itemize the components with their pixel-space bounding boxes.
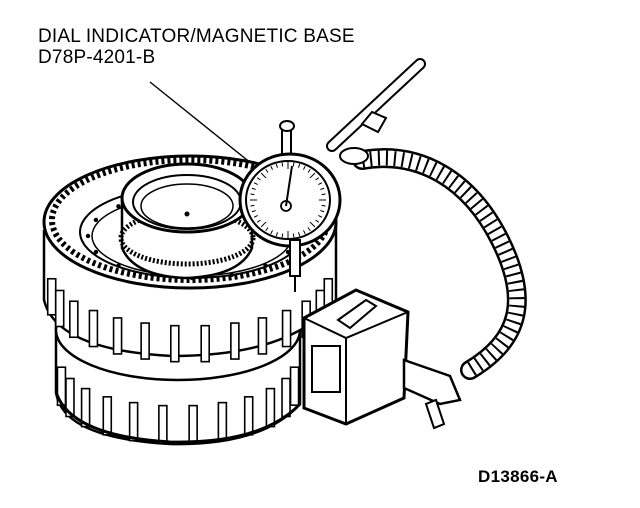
dial-needle bbox=[285, 165, 293, 207]
dial-tick bbox=[260, 221, 267, 228]
drum-spline bbox=[281, 377, 291, 418]
dial-tick bbox=[307, 168, 311, 173]
drum-spline bbox=[230, 322, 240, 360]
dial-tick bbox=[318, 182, 323, 186]
dial-tick bbox=[281, 162, 284, 167]
drum-spline bbox=[140, 322, 150, 360]
dial-tick bbox=[250, 204, 255, 207]
dial-tick bbox=[302, 230, 306, 235]
drum-spline bbox=[88, 309, 99, 348]
drum-spline bbox=[54, 289, 65, 328]
figure-identifier: D13866-A bbox=[478, 467, 558, 486]
dial-tick bbox=[315, 177, 320, 181]
dial-tick bbox=[256, 219, 261, 223]
drum-spline bbox=[217, 401, 228, 442]
drum-spline bbox=[80, 387, 91, 428]
flexible-arm bbox=[326, 58, 527, 380]
ring-hole bbox=[263, 263, 268, 268]
drum-spline bbox=[200, 324, 210, 363]
tool-callout-label: DIAL INDICATOR/MAGNETIC BASE D78P-4201-B bbox=[38, 26, 355, 68]
tool-name-text: DIAL INDICATOR/MAGNETIC BASE bbox=[38, 26, 355, 47]
dial-face-ticks bbox=[250, 162, 326, 238]
dial-tick bbox=[292, 162, 295, 167]
ring-hole bbox=[229, 272, 234, 278]
dial-tick bbox=[307, 227, 311, 232]
dial-tick bbox=[281, 233, 284, 238]
dial-tick bbox=[250, 193, 255, 196]
drum-spline bbox=[158, 404, 168, 445]
ring-hole bbox=[93, 217, 99, 223]
drum-spline bbox=[281, 309, 292, 348]
dial-tick bbox=[302, 165, 306, 170]
dial-tick bbox=[265, 168, 269, 173]
dial-tick bbox=[251, 187, 256, 190]
dial-tick bbox=[253, 214, 258, 218]
drum-spline bbox=[69, 300, 79, 339]
dial-tick bbox=[320, 187, 325, 190]
dial-indicator-gauge bbox=[238, 120, 342, 292]
drum-spline bbox=[65, 377, 75, 418]
dial-tick bbox=[251, 210, 256, 213]
drum-spline bbox=[102, 396, 113, 436]
ring-hole bbox=[116, 204, 121, 209]
dial-tick bbox=[309, 221, 316, 228]
drum-spline bbox=[257, 317, 268, 355]
dial-tick bbox=[298, 232, 301, 237]
ring-hole bbox=[116, 263, 121, 268]
callout-leader-line bbox=[149, 81, 263, 173]
drum-spline bbox=[289, 366, 300, 406]
drum-spline bbox=[128, 401, 139, 442]
dial-tick bbox=[253, 182, 258, 186]
dial-tick bbox=[309, 172, 316, 179]
dial-tick bbox=[321, 204, 326, 207]
dial-tick bbox=[298, 163, 301, 168]
ring-hole bbox=[93, 249, 99, 255]
dial-tick bbox=[315, 219, 320, 223]
ring-hole bbox=[85, 233, 91, 239]
drum-spline bbox=[188, 404, 198, 445]
dial-tick bbox=[275, 163, 278, 168]
dial-tick bbox=[275, 232, 278, 237]
dial-tick bbox=[260, 172, 267, 179]
tool-part-number-text: D78P-4201-B bbox=[38, 47, 156, 68]
magnet-switch-knob bbox=[336, 298, 378, 330]
dial-tick bbox=[256, 177, 261, 181]
dial-tick bbox=[321, 193, 326, 196]
drum-spline bbox=[265, 387, 276, 428]
magnetic-base bbox=[302, 288, 462, 430]
dial-tick bbox=[320, 210, 325, 213]
dial-tick bbox=[265, 227, 269, 232]
drum-spline bbox=[112, 317, 123, 355]
dial-tick bbox=[270, 230, 274, 235]
dial-tick bbox=[270, 165, 274, 170]
lower-drum-splines bbox=[56, 366, 300, 445]
center-hub bbox=[118, 162, 256, 280]
drum-spline bbox=[46, 277, 57, 316]
dial-tick bbox=[318, 214, 323, 218]
drum-spline bbox=[243, 396, 254, 436]
dial-tick bbox=[292, 233, 295, 238]
drum-spline bbox=[170, 324, 180, 363]
